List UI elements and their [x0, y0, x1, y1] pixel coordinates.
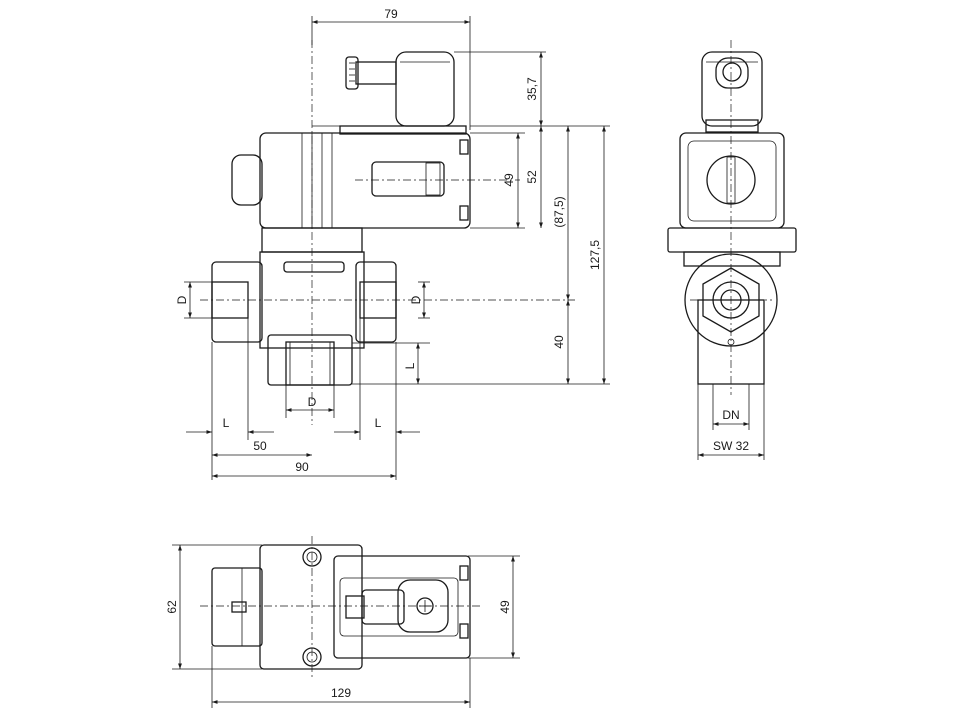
dim-l-left: L	[223, 416, 230, 430]
dim-l-right: L	[375, 416, 382, 430]
front-view: 79 35,7 49 52 (87,5) 40 127,5 D D	[175, 7, 610, 480]
dim-129: 129	[331, 686, 351, 700]
valve-body	[211, 251, 397, 386]
dim-50: 50	[253, 439, 267, 453]
dim-79: 79	[384, 7, 398, 21]
dim-87-5: (87,5)	[552, 196, 566, 227]
dim-d-right: D	[409, 295, 423, 304]
dim-d-bottom: D	[308, 395, 317, 409]
dim-127-5: 127,5	[588, 240, 602, 270]
screw-center	[416, 597, 434, 615]
dim-35-7: 35,7	[525, 77, 539, 101]
dim-49-coil: 49	[502, 173, 516, 187]
dim-sw-32: SW 32	[713, 439, 749, 453]
solenoid-coil	[259, 125, 471, 229]
side-view: DN SW 32	[667, 40, 797, 460]
manual-override-knob	[231, 154, 263, 206]
dim-49-top: 49	[498, 600, 512, 614]
dim-62: 62	[165, 600, 179, 614]
cable-connector	[312, 51, 460, 127]
dim-90: 90	[295, 460, 309, 474]
dim-40: 40	[552, 335, 566, 349]
dim-52: 52	[525, 170, 539, 184]
dim-dn: DN	[722, 408, 739, 422]
dim-l-vertical: L	[403, 362, 417, 369]
top-view: 62 49 129	[165, 536, 520, 708]
dim-d-left: D	[175, 295, 189, 304]
